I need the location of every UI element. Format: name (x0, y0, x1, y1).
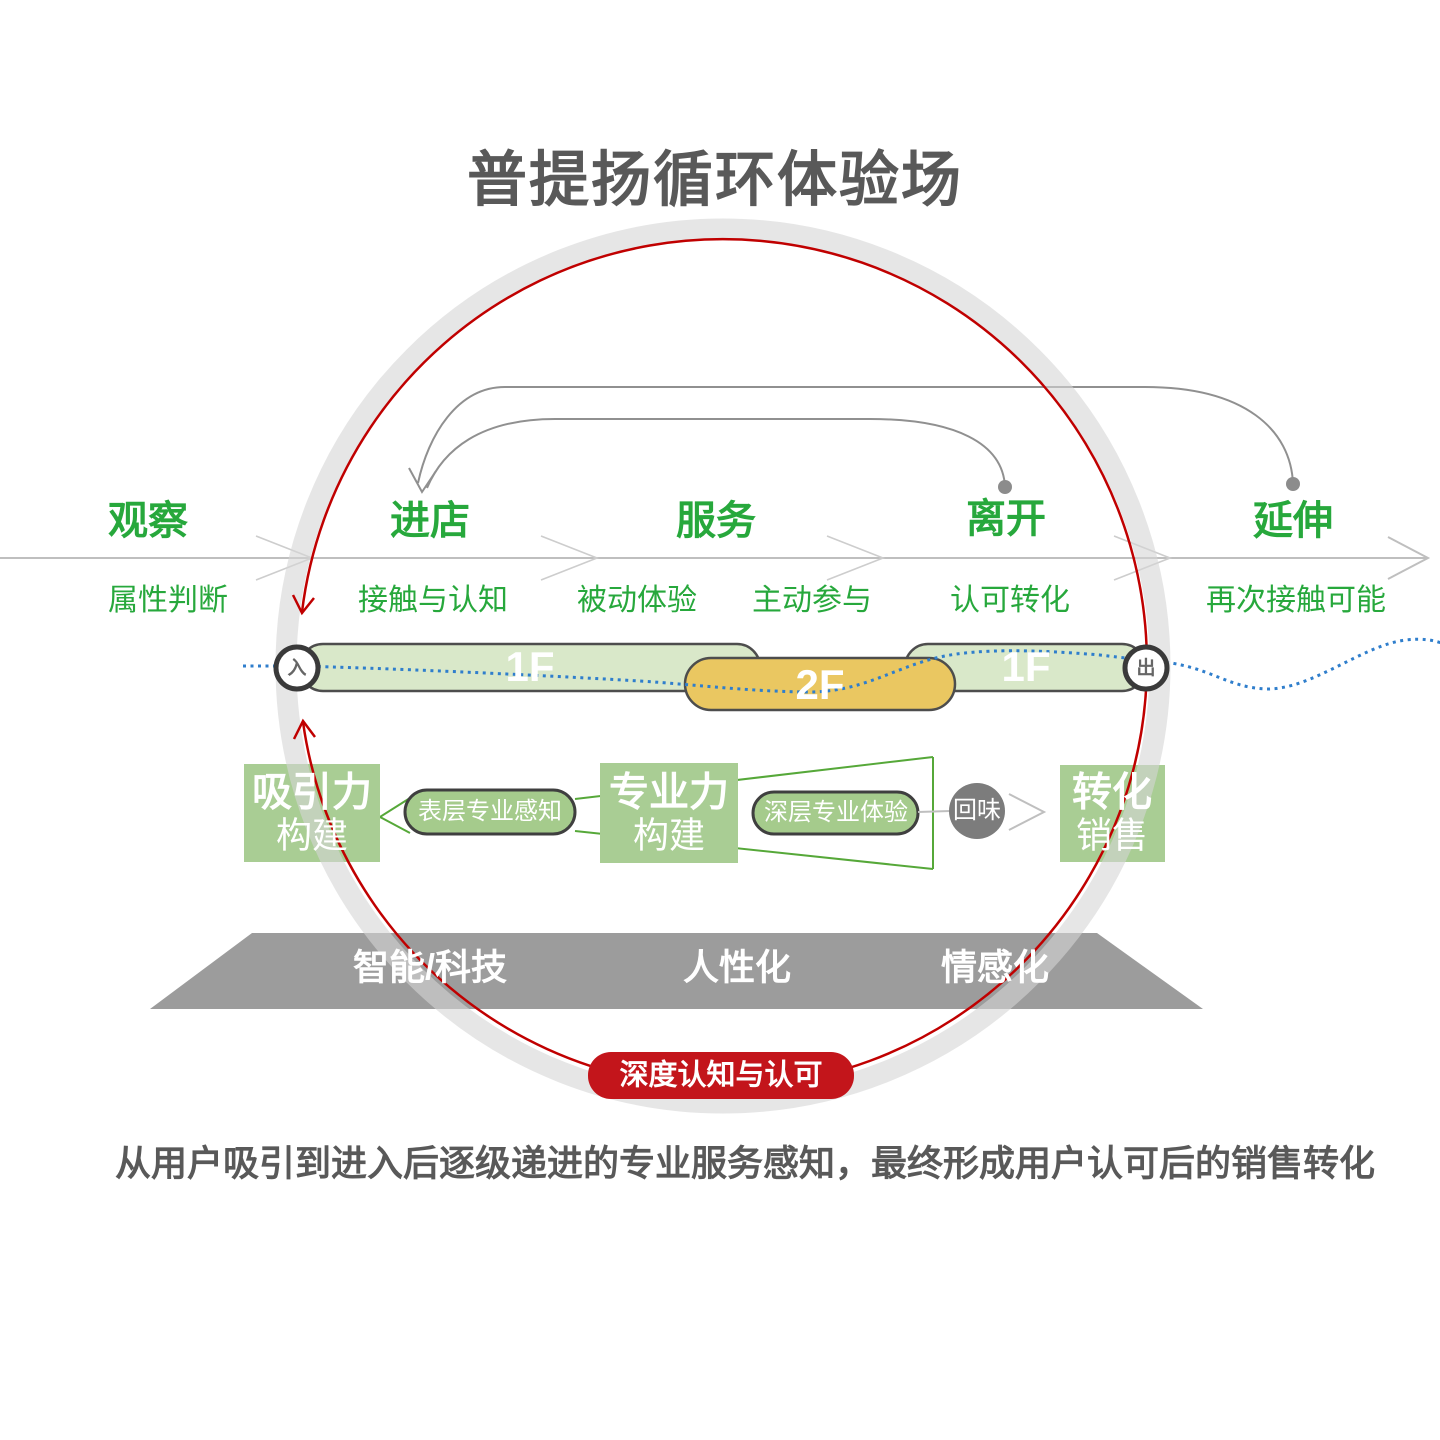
stage-extend: 延伸 (1253, 499, 1333, 543)
deep-recognition-badge-label: 深度认知与认可 (619, 1059, 823, 1092)
attraction-line2: 构建 (275, 814, 348, 856)
stage-leave: 离开 (966, 497, 1046, 541)
sublabel-active-participation: 主动参与 (752, 583, 872, 617)
chevron-icon (826, 535, 886, 581)
sublabel-recognition-conversion: 认可转化 (950, 583, 1070, 617)
professional-line1: 专业力 (609, 770, 729, 815)
surface-perception-label: 表层专业感知 (418, 798, 562, 826)
deep-recognition-badge (588, 1052, 854, 1099)
conversion-box-label: 转化 销售 (1072, 770, 1152, 855)
attraction-box-label: 吸引力 构建 (252, 770, 372, 855)
sublabel-passive-experience: 被动体验 (577, 583, 697, 617)
platform-smart-tech: 智能/科技 (352, 946, 508, 988)
deep-experience-capsule (751, 790, 920, 836)
timeline-end-arrow-icon (1387, 536, 1431, 580)
return-arrow-from-leave (426, 418, 1012, 494)
platform-humanized: 人性化 (682, 946, 792, 988)
floor-1f-left-label: 1F (505, 642, 555, 690)
arrow-origin-dot (998, 480, 1012, 494)
exit-gate-circle (1122, 644, 1170, 692)
red-arrowhead-up-icon (292, 718, 316, 740)
page-title: 普提扬循环体验场 (467, 146, 963, 214)
sublabel-attribute-judgement: 属性判断 (108, 583, 228, 617)
conversion-line2: 销售 (1075, 814, 1148, 856)
professional-box-label: 专业力 构建 (609, 770, 729, 855)
floor-1f-right-label: 1F (1001, 642, 1051, 690)
aftertaste-arrow-icon (1008, 793, 1047, 831)
floor-2f-bar (683, 656, 957, 712)
exit-gate-label: 出 (1136, 658, 1156, 680)
arrow-origin-dot (1286, 477, 1300, 491)
red-arrowhead-down-icon (291, 594, 315, 616)
chevron-icon (540, 535, 600, 581)
conversion-line1: 转化 (1072, 770, 1152, 815)
floor-2f-label: 2F (795, 660, 845, 708)
attraction-line1: 吸引力 (252, 770, 372, 815)
platform-emotional: 情感化 (940, 946, 1050, 988)
capsule-to-aftertaste-line (917, 810, 951, 813)
bottom-caption: 从用户吸引到进入后逐级递进的专业服务感知，最终形成用户认可后的销售转化 (114, 1142, 1376, 1184)
deep-experience-label: 深层专业体验 (764, 799, 908, 827)
stage-service: 服务 (676, 499, 756, 543)
stage-enter: 进店 (390, 499, 470, 543)
sublabel-repeat-contact: 再次接触可能 (1206, 583, 1386, 617)
aftertaste-circle (949, 783, 1005, 839)
return-arrow-from-extend (417, 386, 1300, 491)
entry-gate-label: 入 (287, 658, 307, 680)
surface-perception-capsule (403, 788, 577, 836)
sublabel-contact-cognition: 接触与认知 (358, 583, 508, 617)
entry-gate-circle (273, 644, 321, 692)
stage-observe: 观察 (108, 499, 188, 543)
aftertaste-label: 回味 (953, 797, 1001, 825)
professional-line2: 构建 (632, 814, 705, 856)
professional-box (600, 763, 738, 863)
return-arrowhead-icon (408, 467, 437, 494)
